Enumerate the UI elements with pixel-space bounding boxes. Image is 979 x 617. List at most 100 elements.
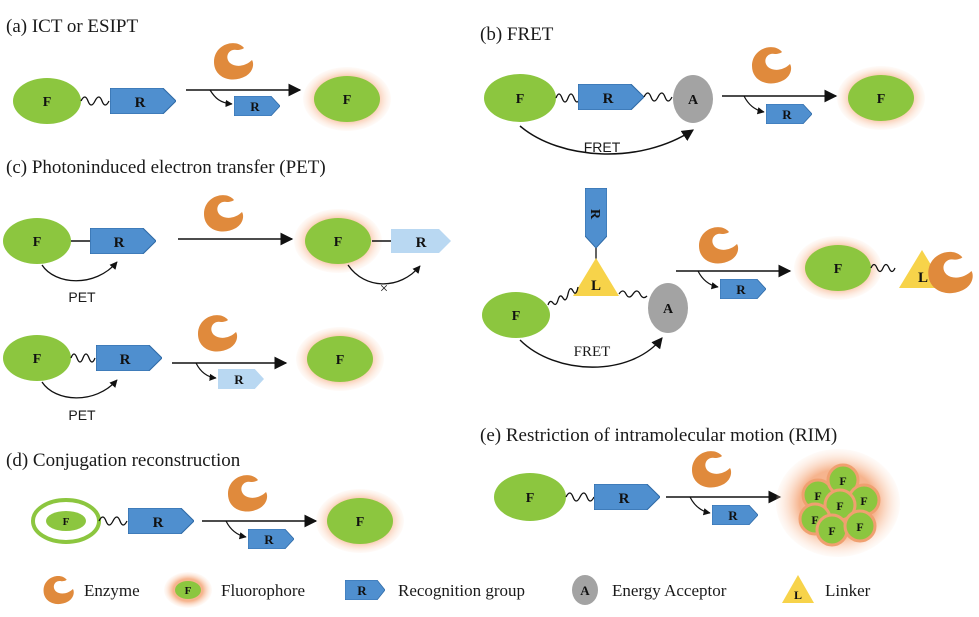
blocked-mark: × (380, 281, 388, 297)
panel-b-linker: R L F A FRET R F L (482, 188, 973, 368)
panel-b: (b) FRET F R A FRET R F (480, 24, 925, 155)
fluorophore-emitting (805, 245, 871, 291)
fluorophore-label: F (334, 235, 343, 250)
legend-acceptor-glyph: A (580, 583, 590, 598)
legend: Enzyme F Fluorophore R Recognition group… (43, 572, 871, 608)
legend-fluorophore-label: Fluorophore (221, 581, 305, 600)
fluorophore (484, 74, 556, 122)
pet-arrow (41, 261, 118, 282)
fluorophore-label: F (516, 92, 525, 107)
release-arrow (225, 520, 247, 540)
released-recognition-label: R (782, 107, 792, 122)
fluorophore-emitting (327, 498, 393, 544)
enzyme-icon (198, 315, 238, 352)
recognition-group-vertical: R (585, 188, 607, 248)
fluorophore-label: F (877, 92, 886, 107)
panel-c-title: (c) Photoninduced electron transfer (PET… (6, 157, 326, 178)
fluorophore (13, 78, 81, 124)
recognition-label: R (120, 352, 131, 368)
enzyme-icon (928, 251, 973, 294)
enzyme-icon (204, 195, 244, 232)
fluorophore-aggregate: F F F F F F F (798, 463, 881, 547)
energy-acceptor (648, 283, 688, 333)
fluorophore-label: F (836, 499, 843, 513)
fluorophore (482, 292, 550, 338)
legend-fluorophore-glyph: F (185, 585, 192, 597)
release-arrow (743, 95, 765, 115)
legend-enzyme-label: Enzyme (84, 581, 140, 600)
recognition-label: R (603, 91, 614, 107)
released-recognition-label: R (728, 508, 738, 523)
fluorophore-label: F (811, 513, 818, 527)
release-arrow (209, 89, 233, 108)
linker-squiggle (70, 353, 96, 363)
linker-squiggle (555, 93, 581, 103)
fret-label: FRET (574, 344, 611, 360)
released-recognition-label: R (264, 532, 274, 547)
fluorophore-label: F (33, 352, 42, 367)
fluorophore-emitting (848, 75, 914, 121)
fret-label: FRET (584, 139, 621, 155)
panel-c: (c) Photoninduced electron transfer (PET… (3, 157, 451, 423)
acceptor-label: A (663, 302, 674, 317)
linker-squiggle (547, 286, 579, 306)
linker-squiggle (80, 96, 110, 106)
legend-recognition-label: Recognition group (398, 581, 525, 600)
fluorophore-core (46, 511, 86, 531)
release-arrow (697, 270, 719, 290)
linker-triangle (573, 258, 619, 296)
legend-linker-glyph: L (794, 588, 802, 602)
fluorophore-emitting (314, 76, 380, 122)
legend-linker-icon (782, 575, 814, 603)
linker-squiggle (618, 290, 648, 299)
energy-acceptor (673, 75, 713, 123)
recognition-label: R (153, 515, 164, 531)
fluorophore-label: F (33, 235, 42, 250)
legend-enzyme-icon (43, 576, 74, 605)
fret-arrow (519, 125, 695, 155)
fluorophore-label: F (839, 474, 846, 488)
recognition-label: R (619, 491, 630, 507)
fluorophore-label: F (356, 515, 365, 530)
fluorophore (3, 335, 71, 381)
pet-label: PET (68, 289, 96, 305)
fluorophore-emitting (307, 336, 373, 382)
acceptor-label: A (688, 93, 699, 108)
legend-acceptor-icon (572, 575, 598, 605)
fluorophore-label: F (43, 95, 52, 110)
recognition-label: R (135, 95, 146, 111)
panel-b-title: (b) FRET (480, 24, 554, 45)
linker-squiggle (98, 516, 128, 526)
linker-label: L (591, 278, 601, 294)
fluorophore-label: F (860, 494, 867, 508)
linker-squiggle (643, 92, 673, 102)
release-arrow (195, 362, 217, 381)
fluorophore-label: F (834, 262, 843, 277)
enzyme-icon (752, 47, 792, 84)
panel-d: (d) Conjugation reconstruction F R R F (6, 450, 404, 553)
linker-squiggle (565, 492, 595, 502)
fluorophore-label: F (343, 93, 352, 108)
release-arrow (689, 496, 711, 516)
released-recognition-label: R (250, 99, 260, 114)
fluorophore (3, 218, 71, 264)
released-recognition-label: R (234, 372, 244, 387)
recognition-label: R (416, 235, 427, 251)
fluorophore-emitting (305, 218, 371, 264)
enzyme-icon (214, 43, 254, 80)
legend-fluorophore-icon (175, 581, 201, 599)
fluorophore-label: F (512, 309, 521, 324)
panel-e-title: (e) Restriction of intramolecular motion… (480, 425, 837, 446)
legend-acceptor-label: Energy Acceptor (612, 581, 727, 600)
panel-e: (e) Restriction of intramolecular motion… (480, 425, 900, 557)
pet-label: PET (68, 407, 96, 423)
fluorophore (494, 473, 566, 521)
linker-squiggle (870, 263, 896, 273)
enzyme-icon (692, 451, 732, 488)
fret-arrow (519, 337, 663, 368)
enzyme-icon (228, 475, 268, 512)
recognition-label: R (587, 209, 602, 220)
legend-recognition-glyph: R (357, 583, 367, 598)
fluorophore-label: F (63, 516, 70, 528)
